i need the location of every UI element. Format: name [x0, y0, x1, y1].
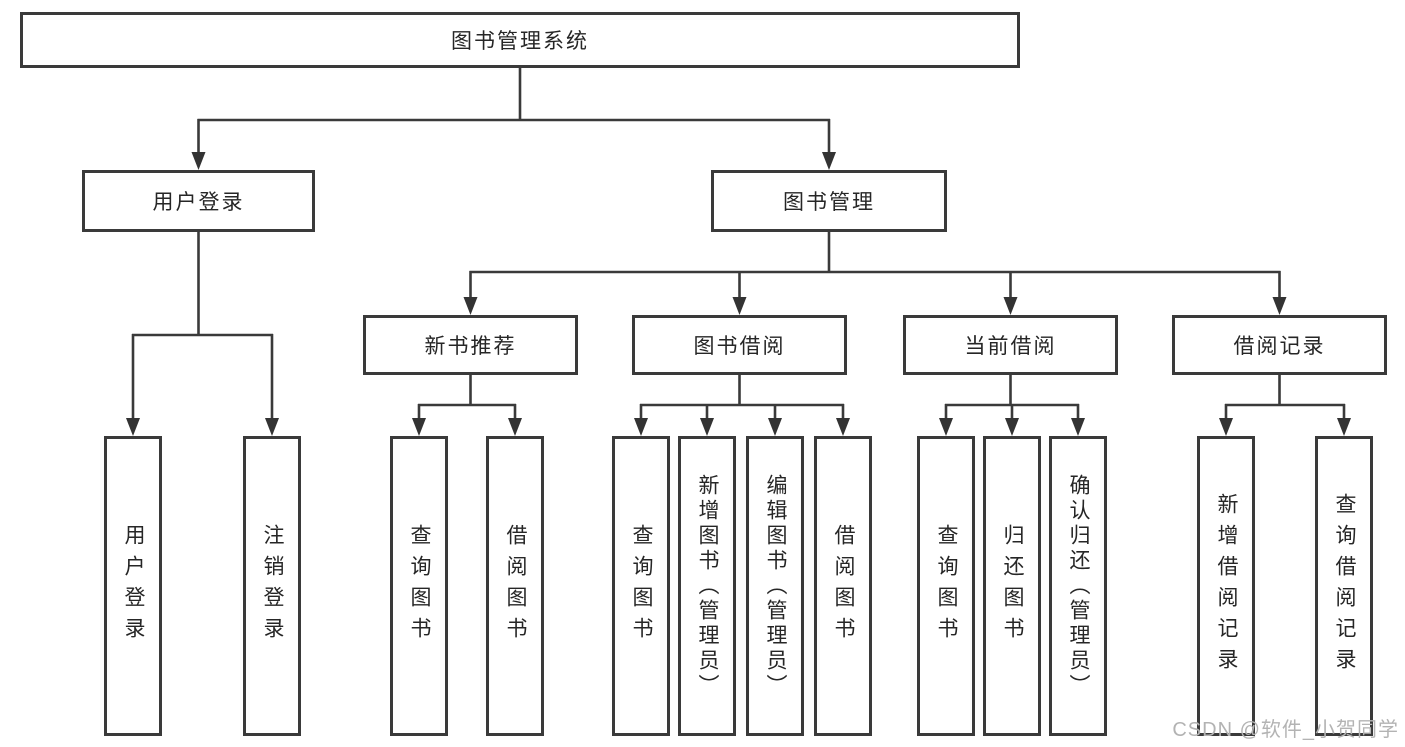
node-current-borrow: 当前借阅 — [903, 315, 1118, 375]
leaf-borrow-books-label: 借阅图书 — [832, 524, 855, 648]
node-user-login: 用户登录 — [82, 170, 315, 232]
leaf-logout: 注销登录 — [243, 436, 301, 736]
leaf-borrow-books-recommend-label: 借阅图书 — [504, 524, 527, 648]
node-new-book-recommend: 新书推荐 — [363, 315, 578, 375]
connector-book-borrow-children — [634, 375, 850, 436]
leaf-borrow-books: 借阅图书 — [814, 436, 872, 736]
leaf-edit-book-admin-label: 编辑图书（管理员） — [764, 473, 787, 699]
leaf-user-login-label: 用户登录 — [122, 524, 145, 648]
leaf-edit-book-admin: 编辑图书（管理员） — [746, 436, 804, 736]
node-book-management: 图书管理 — [711, 170, 947, 232]
node-borrow-records: 借阅记录 — [1172, 315, 1387, 375]
connector-root-to-level2 — [191, 68, 836, 170]
leaf-add-book-admin-label: 新增图书（管理员） — [696, 473, 719, 699]
leaf-confirm-return-admin: 确认归还（管理员） — [1049, 436, 1107, 736]
watermark: CSDN @软件_小贺同学 — [1172, 719, 1399, 741]
leaf-query-books-recommend: 查询图书 — [390, 436, 448, 736]
node-book-borrow: 图书借阅 — [632, 315, 847, 375]
leaf-query-books-borrow-label: 查询图书 — [630, 524, 653, 648]
connector-book-management-children — [463, 232, 1287, 315]
connector-borrow-records-children — [1219, 375, 1351, 436]
leaf-logout-label: 注销登录 — [261, 524, 284, 648]
leaf-add-borrow-record-label: 新增借阅记录 — [1215, 493, 1238, 679]
leaf-query-borrow-record: 查询借阅记录 — [1315, 436, 1373, 736]
leaf-add-book-admin: 新增图书（管理员） — [678, 436, 736, 736]
connector-new-book-recommend-children — [412, 375, 522, 436]
leaf-user-login: 用户登录 — [104, 436, 162, 736]
leaf-borrow-books-recommend: 借阅图书 — [486, 436, 544, 736]
leaf-query-borrow-record-label: 查询借阅记录 — [1333, 493, 1356, 679]
connector-user-login-children — [126, 232, 279, 436]
leaf-query-books-borrow: 查询图书 — [612, 436, 670, 736]
leaf-confirm-return-admin-label: 确认归还（管理员） — [1067, 473, 1090, 699]
node-root: 图书管理系统 — [20, 12, 1020, 68]
leaf-query-books-recommend-label: 查询图书 — [408, 524, 431, 648]
leaf-return-book-label: 归还图书 — [1001, 524, 1024, 648]
leaf-add-borrow-record: 新增借阅记录 — [1197, 436, 1255, 736]
leaf-query-books-current: 查询图书 — [917, 436, 975, 736]
connector-current-borrow-children — [939, 375, 1085, 436]
leaf-query-books-current-label: 查询图书 — [935, 524, 958, 648]
leaf-return-book: 归还图书 — [983, 436, 1041, 736]
